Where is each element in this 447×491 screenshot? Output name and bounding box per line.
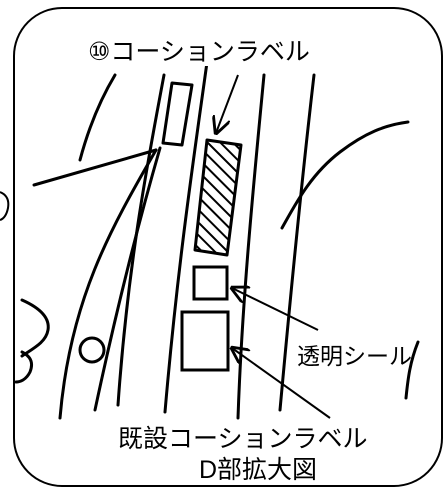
transparent-seal-arrow — [232, 288, 319, 331]
transparent-seal-box — [192, 265, 229, 301]
existing-caution-label-box — [180, 310, 230, 372]
detail-title: D部拡大図 — [199, 456, 317, 484]
caution-label-10-hatched — [193, 138, 243, 257]
existing-caution-label-text: 既設コーションラベル — [118, 425, 368, 453]
detail-frame — [13, 7, 443, 487]
caution-label-10-arrow — [216, 74, 239, 133]
round-hole — [78, 336, 106, 364]
callout-circle-edge — [0, 191, 10, 221]
transparent-seal-text: 透明シール — [297, 343, 412, 369]
existing-label-arrow — [232, 348, 331, 419]
body-contour-lines — [14, 53, 420, 420]
caution-label-10-text-bg — [86, 34, 354, 66]
bottom-caption-bg — [116, 422, 402, 480]
caution-label-10-text: ⑩コーションラベル — [88, 38, 310, 66]
existing-upper-label — [161, 81, 194, 147]
